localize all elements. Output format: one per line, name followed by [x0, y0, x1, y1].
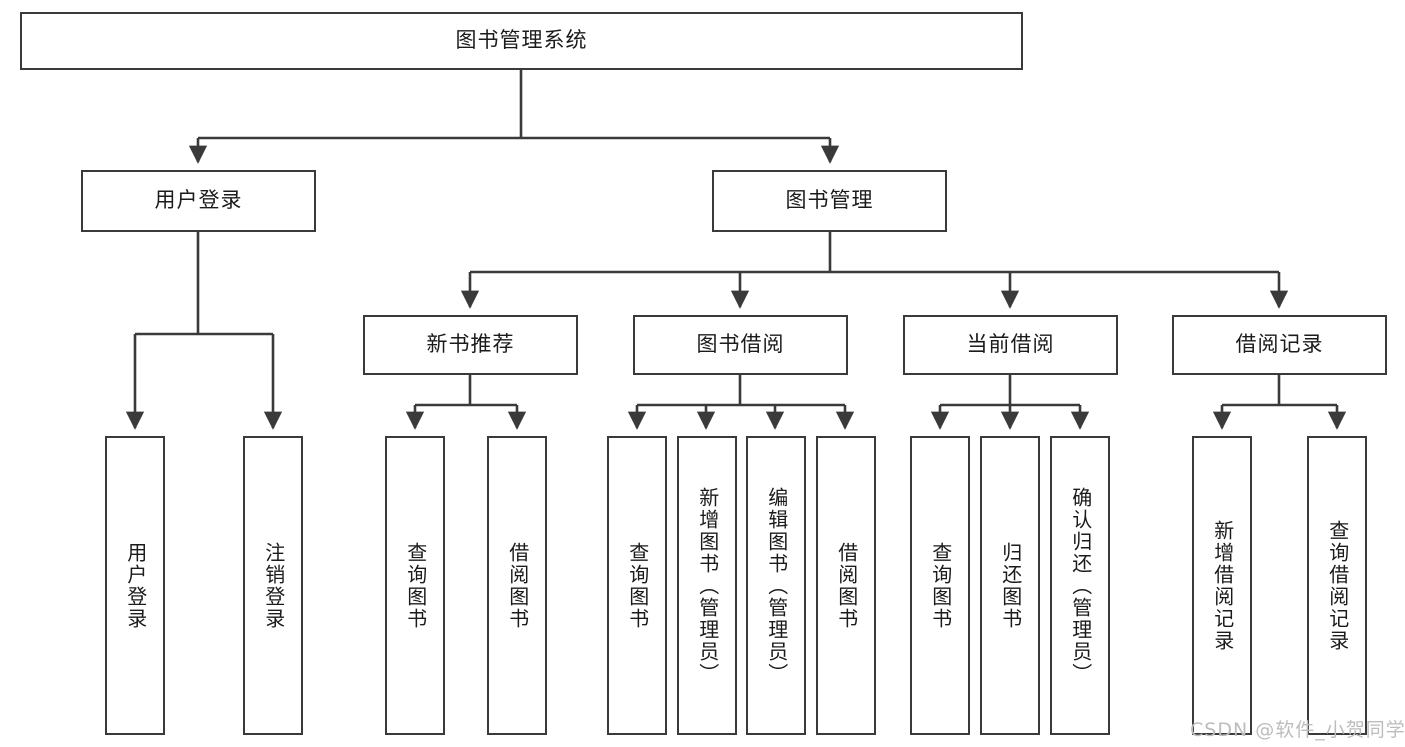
node-current-borrow-label: 当前借阅	[966, 332, 1055, 357]
leaf-label: 查询图书	[625, 541, 650, 630]
leaf-label: 新增图书（管理员）	[695, 486, 720, 685]
node-new-book-recommend[interactable]: 新书推荐	[363, 315, 578, 375]
leaf-current-query-book[interactable]: 查询图书	[910, 436, 970, 735]
watermark: CSDN @软件_小贺同学	[1190, 719, 1405, 741]
leaf-borrow-borrow-book[interactable]: 借阅图书	[816, 436, 876, 735]
leaf-label: 借阅图书	[834, 541, 859, 630]
node-root-label: 图书管理系统	[455, 28, 588, 53]
leaf-label: 编辑图书（管理员）	[764, 486, 789, 685]
leaf-label: 用户登录	[123, 541, 148, 630]
node-user-login-label: 用户登录	[154, 188, 243, 213]
leaf-label: 借阅图书	[505, 541, 530, 630]
leaf-new-book-borrow[interactable]: 借阅图书	[487, 436, 547, 735]
node-book-borrow[interactable]: 图书借阅	[633, 315, 848, 375]
leaf-user-login-logout[interactable]: 注销登录	[243, 436, 303, 735]
leaf-borrow-edit-book[interactable]: 编辑图书（管理员）	[746, 436, 806, 735]
leaf-user-login-login[interactable]: 用户登录	[105, 436, 165, 735]
leaf-current-return-book[interactable]: 归还图书	[980, 436, 1040, 735]
leaf-label: 注销登录	[261, 541, 286, 630]
node-book-borrow-label: 图书借阅	[696, 332, 785, 357]
node-new-book-recommend-label: 新书推荐	[426, 332, 515, 357]
leaf-new-book-query[interactable]: 查询图书	[385, 436, 445, 735]
leaf-current-confirm-return[interactable]: 确认归还（管理员）	[1050, 436, 1110, 735]
leaf-record-add[interactable]: 新增借阅记录	[1192, 436, 1252, 735]
leaf-label: 查询借阅记录	[1325, 519, 1350, 652]
node-user-login[interactable]: 用户登录	[81, 170, 316, 232]
leaf-borrow-add-book[interactable]: 新增图书（管理员）	[677, 436, 737, 735]
node-borrow-record[interactable]: 借阅记录	[1172, 315, 1387, 375]
leaf-label: 新增借阅记录	[1210, 519, 1235, 652]
node-borrow-record-label: 借阅记录	[1235, 332, 1324, 357]
leaf-record-query[interactable]: 查询借阅记录	[1307, 436, 1367, 735]
leaf-label: 确认归还（管理员）	[1068, 486, 1093, 685]
node-root[interactable]: 图书管理系统	[20, 12, 1023, 70]
node-current-borrow[interactable]: 当前借阅	[903, 315, 1118, 375]
leaf-borrow-query-book[interactable]: 查询图书	[607, 436, 667, 735]
node-book-management[interactable]: 图书管理	[712, 170, 947, 232]
leaf-label: 归还图书	[998, 541, 1023, 630]
node-book-management-label: 图书管理	[785, 188, 874, 213]
leaf-label: 查询图书	[928, 541, 953, 630]
leaf-label: 查询图书	[403, 541, 428, 630]
